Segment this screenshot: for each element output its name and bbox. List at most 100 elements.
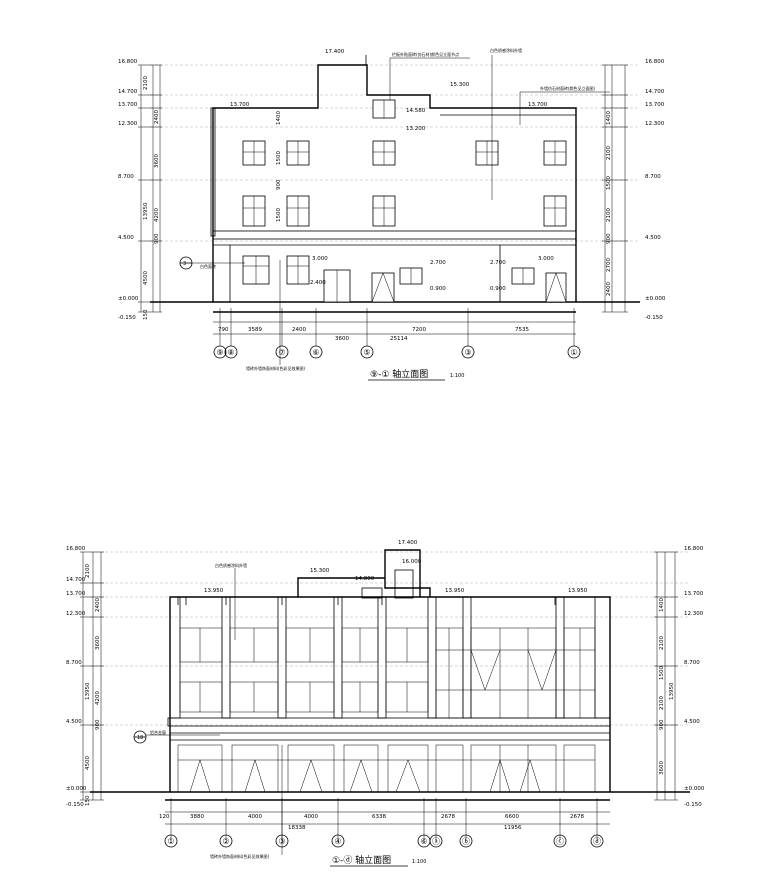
bottom-vdim-inner-1: 3600 bbox=[95, 636, 101, 650]
top-level-5: 13.700 bbox=[528, 102, 548, 108]
top-dim-row1-4: 7535 bbox=[515, 327, 529, 333]
top-elev-left-7: -0.150 bbox=[118, 315, 136, 321]
bottom-axis-0: ① bbox=[167, 837, 174, 846]
top-level-4: 13.700 bbox=[230, 102, 250, 108]
bottom-vdim-inner-11: 13950 bbox=[669, 682, 675, 700]
bottom-elev-right-2: 12.300 bbox=[684, 611, 704, 617]
top-canopy bbox=[210, 55, 577, 302]
top-vdim-inner-5: 2100 bbox=[606, 146, 612, 160]
top-elev-left-5: 4.500 bbox=[118, 235, 134, 241]
top-level-1: 15.300 bbox=[450, 82, 470, 88]
bottom-elev-left-7: -0.150 bbox=[66, 802, 84, 808]
top-level-3: 13.200 bbox=[406, 126, 426, 132]
bottom-axis-6: ⓑ bbox=[462, 837, 470, 846]
top-scale: 1:100 bbox=[450, 373, 464, 379]
bottom-dim-row2-1: 11956 bbox=[504, 825, 522, 831]
bottom-title: ①-ⓓ 轴立面图 bbox=[332, 854, 391, 866]
bottom-axis-bubbles bbox=[164, 834, 604, 848]
bottom-vdim-outer-1: 13950 bbox=[85, 682, 91, 700]
top-windows bbox=[242, 99, 567, 303]
bottom-elev-right-0: 16.800 bbox=[684, 546, 704, 552]
bottom-level-1: 16.000 bbox=[402, 559, 422, 565]
bottom-elev-left-2: 13.700 bbox=[66, 591, 86, 597]
top-level-8: 2.400 bbox=[310, 280, 326, 286]
bottom-vdim-inner-5: 2100 bbox=[659, 636, 665, 650]
top-axis-bubbles bbox=[213, 345, 581, 359]
bottom-scale: 1:100 bbox=[412, 859, 426, 865]
bottom-dim-row1-5: 2678 bbox=[441, 814, 455, 820]
top-note-1: 白色质感涂料外墙 bbox=[490, 47, 522, 53]
bottom-piers bbox=[169, 596, 611, 719]
bottom-elev-left-4: 8.700 bbox=[66, 660, 82, 666]
top-level-11: 0.900 bbox=[430, 286, 446, 292]
bottom-level-3: 14.800 bbox=[355, 576, 375, 582]
top-level-10: 3.000 bbox=[538, 256, 554, 262]
bottom-elevation bbox=[80, 549, 690, 867]
top-note-2: 外墙仿石材面砖(颜色见立面图) bbox=[540, 85, 596, 91]
top-elev-right-2: 13.700 bbox=[645, 102, 665, 108]
bottom-note-2: 铝合金窗 bbox=[150, 729, 166, 735]
bottom-callout-label: 18 bbox=[137, 735, 143, 741]
top-vdim-inner-0: 2400 bbox=[154, 110, 160, 124]
top-dim-row1-1: 3589 bbox=[248, 327, 262, 333]
bottom-axis-4: ⑥ bbox=[420, 837, 427, 846]
top-elevation bbox=[138, 55, 640, 381]
bottom-canopy bbox=[167, 569, 611, 741]
top-vdim-outer-3: 150 bbox=[143, 309, 149, 320]
top-dim-row2-1: 25114 bbox=[390, 336, 408, 342]
bottom-note-1: 墙砖外墙饰面材料(色彩见效果图) bbox=[210, 853, 270, 859]
top-vdim-outer-2: 4500 bbox=[143, 271, 149, 285]
bottom-axis-3: ④ bbox=[334, 837, 341, 846]
top-vdim-inner-12: 1400 bbox=[276, 111, 282, 125]
top-texts: 16.800 14.700 13.700 12.300 8.700 4.500 … bbox=[118, 47, 666, 371]
bottom-dim-row1-0: 120 bbox=[159, 814, 170, 820]
top-vdim-inner-4: 1400 bbox=[606, 111, 612, 125]
bottom-axis-lines bbox=[165, 798, 610, 840]
bottom-texts: 16.800 14.700 13.700 12.300 8.700 4.500 … bbox=[66, 540, 705, 859]
top-vdim-inner-11: 2400 bbox=[606, 282, 612, 296]
bottom-right-dimension-lines bbox=[654, 551, 678, 801]
bottom-elev-right-5: ±0.000 bbox=[684, 786, 705, 792]
bottom-axis-labels: ① ② ③ ④ ⑥ ⓐ ⓑ ⓒ ⓓ bbox=[167, 837, 601, 846]
bottom-elev-right-3: 8.700 bbox=[684, 660, 700, 666]
bottom-level-2: 15.300 bbox=[310, 568, 330, 574]
top-left-dimension-lines bbox=[138, 64, 162, 313]
bottom-axis-5: ⓐ bbox=[432, 837, 440, 846]
top-note-3: 白色面砖 bbox=[200, 263, 216, 269]
top-vdim-inner-9: 900 bbox=[606, 233, 612, 244]
top-elev-right-5: 4.500 bbox=[645, 235, 661, 241]
top-vdim-outer-1: 13950 bbox=[143, 202, 149, 220]
top-axis-1: ⑧ bbox=[227, 348, 234, 357]
bottom-elev-left-3: 12.300 bbox=[66, 611, 86, 617]
top-vdim-inner-3: 900 bbox=[154, 233, 160, 244]
top-vdim-inner-2: 4200 bbox=[154, 208, 160, 222]
bottom-dim-row1-2: 4000 bbox=[248, 814, 262, 820]
bottom-vdim-inner-2: 4200 bbox=[95, 691, 101, 705]
bottom-axis-7: ⓒ bbox=[556, 837, 564, 846]
bottom-vdim-inner-4: 1400 bbox=[659, 598, 665, 612]
top-vdim-inner-15: 1500 bbox=[276, 208, 282, 222]
top-elev-left-4: 8.700 bbox=[118, 174, 134, 180]
bottom-parapet-marks bbox=[177, 597, 556, 605]
top-elev-right-1: 14.700 bbox=[645, 89, 665, 95]
top-vdim-outer-0: 2100 bbox=[143, 76, 149, 90]
bottom-level-4: 13.950 bbox=[204, 588, 224, 594]
bottom-elev-left-1: 14.700 bbox=[66, 577, 86, 583]
top-elev-right-7: -0.150 bbox=[645, 315, 663, 321]
top-dim-row2-0: 3600 bbox=[335, 336, 349, 342]
top-axis-5: ③ bbox=[464, 348, 471, 357]
bottom-axis-1: ② bbox=[222, 837, 229, 846]
top-leaders bbox=[190, 55, 610, 365]
bottom-elev-right-1: 13.700 bbox=[684, 591, 704, 597]
top-level-12: 0.900 bbox=[490, 286, 506, 292]
bottom-vdim-inner-0: 2400 bbox=[95, 598, 101, 612]
top-vdim-inner-6: 1500 bbox=[606, 176, 612, 190]
bottom-elev-right-4: 4.500 bbox=[684, 719, 700, 725]
bottom-left-dimension-lines bbox=[80, 551, 104, 801]
top-level-9: 2.700 bbox=[490, 260, 506, 266]
bottom-vdim-outer-3: 150 bbox=[85, 795, 91, 806]
top-level-7: 2.700 bbox=[430, 260, 446, 266]
top-dim-row1-2: 2400 bbox=[292, 327, 306, 333]
